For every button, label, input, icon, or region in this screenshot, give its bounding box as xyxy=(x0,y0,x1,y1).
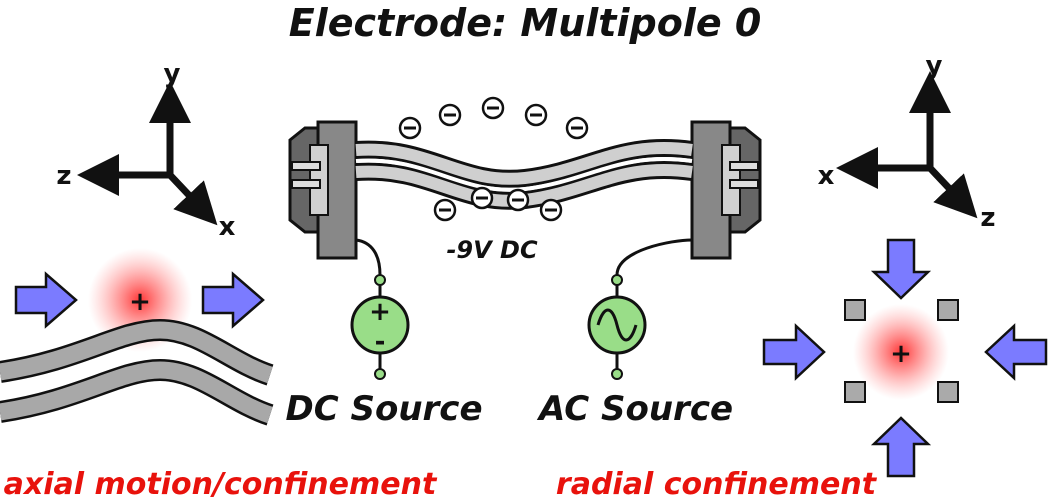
electrode-assembly xyxy=(288,120,762,260)
arrow-up-icon xyxy=(870,416,932,478)
bent-rod-top xyxy=(0,321,273,384)
rod-square xyxy=(844,381,866,403)
arrow-right-icon xyxy=(762,323,826,381)
ion-charge-left: + xyxy=(129,287,151,317)
electron xyxy=(524,103,548,127)
right-x-label: x xyxy=(818,161,835,191)
arrow-down-icon xyxy=(870,238,932,300)
arrow-right-icon xyxy=(14,271,78,329)
rod-square xyxy=(844,299,866,321)
electron xyxy=(481,96,505,120)
rod-square xyxy=(937,299,959,321)
radial-caption: radial confinement xyxy=(556,467,878,502)
rod-square xyxy=(937,381,959,403)
left-rod-stub-bottom xyxy=(291,179,321,189)
left-z-label: z xyxy=(56,161,71,191)
electron xyxy=(438,103,462,127)
right-rod-stub-top xyxy=(729,161,759,171)
dc-wire xyxy=(355,238,382,276)
sine-wave-icon xyxy=(596,308,638,342)
electron xyxy=(470,186,494,210)
voltage-label: -9V DC xyxy=(446,236,538,264)
right-axes: y x z xyxy=(818,51,996,233)
dc-plus-sign: + xyxy=(369,297,391,327)
dc-terminal-bottom xyxy=(374,368,386,380)
electrons xyxy=(398,96,589,222)
dc-terminal-top xyxy=(374,274,386,286)
right-z-axis-arrow xyxy=(927,165,978,219)
left-y-label: y xyxy=(164,59,181,89)
electron xyxy=(398,116,422,140)
electron xyxy=(539,198,563,222)
ion-glow xyxy=(853,304,949,400)
ac-source: AC Source xyxy=(536,274,733,429)
dc-source-label: DC Source xyxy=(285,389,482,429)
dc-source: + - DC Source xyxy=(285,274,483,429)
arrow-left-icon xyxy=(984,323,1048,381)
electron xyxy=(506,188,530,212)
electron xyxy=(565,116,589,140)
ion-charge-right: + xyxy=(890,339,912,369)
ac-source-label: AC Source xyxy=(536,389,733,429)
left-x-label: x xyxy=(219,212,236,242)
electron xyxy=(433,198,457,222)
right-rod-stub-bottom xyxy=(729,179,759,189)
bent-rod-bottom xyxy=(0,361,273,424)
rod-gap xyxy=(355,156,693,192)
axial-caption: axial motion/confinement xyxy=(4,467,438,502)
dc-minus-sign: - xyxy=(375,327,386,357)
right-y-label: y xyxy=(926,51,943,81)
ac-wire xyxy=(615,238,693,276)
ac-terminal-bottom xyxy=(611,368,623,380)
left-x-axis-arrow xyxy=(167,172,218,226)
rod-top xyxy=(355,141,693,185)
ac-terminal-top xyxy=(611,274,623,286)
left-axes: y z x xyxy=(56,59,235,242)
radial-panel: + radial confinement xyxy=(556,238,1048,502)
arrow-right-icon xyxy=(201,271,265,329)
left-rod-stub-top xyxy=(291,161,321,171)
right-z-label: z xyxy=(980,203,995,233)
axial-panel: + axial motion/confinement xyxy=(0,248,438,502)
diagram-title: Electrode: Multipole 0 xyxy=(289,1,762,45)
